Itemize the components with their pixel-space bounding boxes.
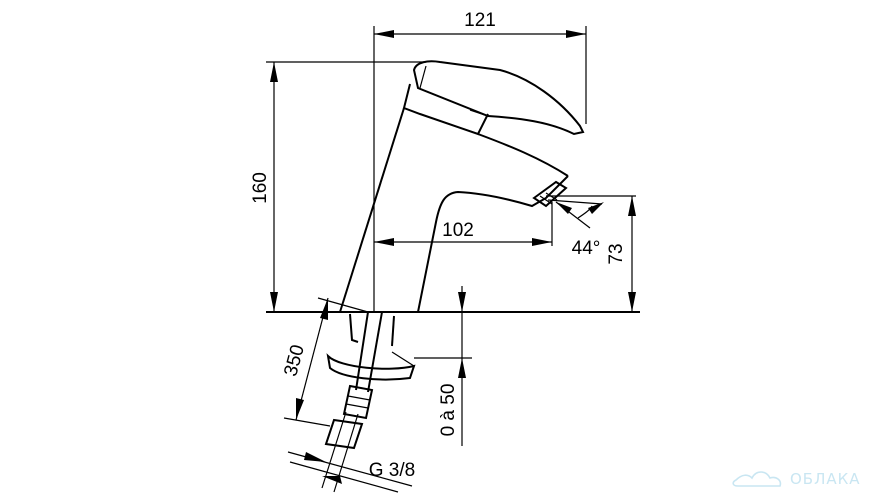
dim-label-0-a-50: 0 à 50: [438, 384, 459, 437]
dimension-spout-height: [628, 196, 636, 312]
dimension-width-top: [373, 26, 587, 312]
dimension-spout-angle: [546, 195, 636, 229]
dimension-thread: [287, 451, 413, 493]
dim-label-160: 160: [250, 172, 271, 204]
dimension-hose-length: [283, 297, 369, 427]
dim-label-73: 73: [606, 243, 627, 264]
dim-label-102: 102: [442, 220, 474, 241]
aerator: [532, 180, 568, 208]
fitting-nut: [324, 418, 364, 450]
under-deck-fixing: [326, 313, 416, 381]
faucet-body: [339, 60, 585, 313]
lever-handle: [412, 60, 585, 136]
watermark: ОБЛАКА: [732, 470, 861, 488]
handle-collar: [402, 83, 489, 136]
faucet-main-body: [339, 107, 405, 313]
dimension-deck-thickness: [414, 286, 472, 446]
dimension-spout-reach: [374, 202, 553, 246]
flex-hose: [321, 311, 383, 493]
watermark-text: ОБЛАКА: [790, 470, 861, 488]
dim-label-121: 121: [464, 10, 496, 31]
dim-label-350: 350: [280, 343, 308, 379]
dim-label-44deg: 44°: [572, 238, 601, 259]
dim-label-g-3-8: G 3/8: [369, 460, 415, 481]
cloud-logo-icon: [732, 471, 782, 487]
hose-nut: [342, 384, 374, 420]
dimension-height-total: [266, 61, 426, 312]
